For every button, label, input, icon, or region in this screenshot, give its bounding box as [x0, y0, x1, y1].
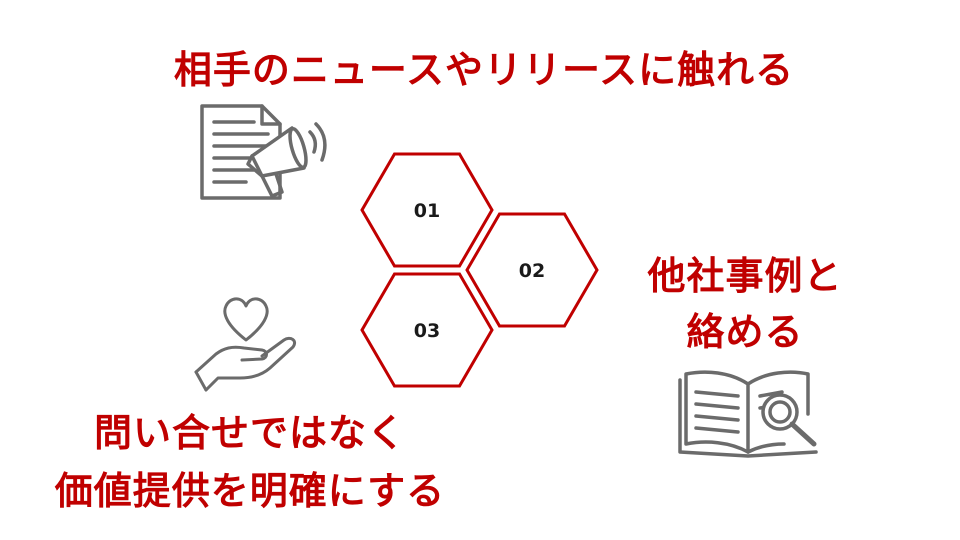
- hexagon-02: [465, 212, 599, 328]
- heading-value-offer-line-2: 価値提供を明確にする: [54, 469, 446, 513]
- hexagon-label-02: 02: [519, 260, 545, 282]
- heading-case-study: 他社事例と 絡める: [620, 248, 870, 360]
- hexagon-label-03: 03: [414, 320, 440, 342]
- heading-value-offer-line-1: 問い合せではなく: [93, 411, 406, 455]
- press-release-megaphone-icon: [200, 104, 327, 200]
- heart-in-hand-icon: [194, 297, 297, 392]
- heading-news-release: 相手のニュースやリリースに触れる: [173, 48, 795, 92]
- hexagon-01: [360, 152, 494, 268]
- heading-case-study-line-2: 絡める: [686, 310, 804, 354]
- heading-value-offer: 問い合せではなく 価値提供を明確にする: [0, 404, 500, 520]
- heading-case-study-line-1: 他社事例と: [647, 254, 843, 298]
- hexagon-cluster: 01 02 03: [360, 152, 599, 388]
- open-book-magnifier-icon: [678, 370, 818, 458]
- hexagon-label-01: 01: [414, 200, 440, 222]
- hexagon-03: [360, 272, 494, 388]
